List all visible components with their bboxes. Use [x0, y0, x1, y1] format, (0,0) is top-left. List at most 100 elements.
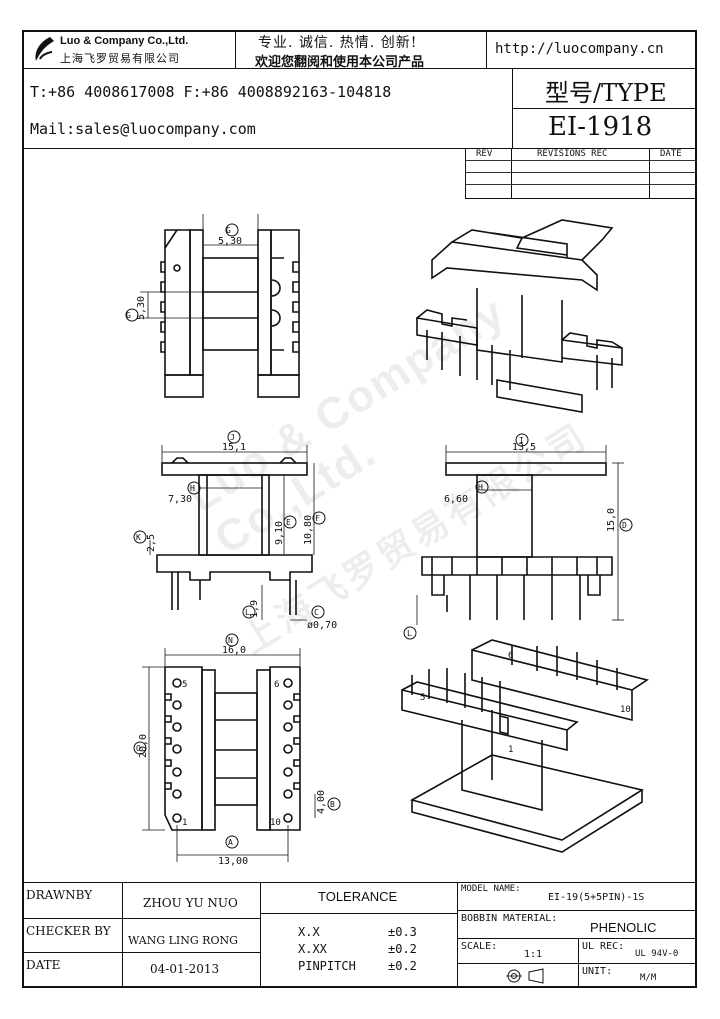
drawnby-label: DRAWNBY [26, 888, 93, 902]
type-row-divider [512, 108, 697, 109]
side-marker-h: H [478, 483, 483, 492]
checker-value: WANG LING RONG [128, 934, 238, 947]
bottom-width: 16,0 [222, 645, 246, 656]
iso-view-top [416, 219, 623, 413]
tb-material-row [457, 938, 697, 939]
front-pin-dia: ø0,70 [307, 620, 337, 631]
unit-value: M/M [640, 973, 657, 983]
date-value: 04-01-2013 [150, 962, 220, 976]
website-link[interactable]: http://luocompany.cn [495, 41, 664, 57]
bottom-pin5: 5 [182, 680, 187, 690]
model-value: EI-19(5+5PIN)-1S [548, 892, 645, 903]
dim-top-width: 5,30 [218, 236, 242, 247]
material-value: PHENOLIC [590, 920, 657, 935]
rev-col-1 [511, 148, 512, 198]
drawing-frame [22, 30, 697, 988]
tb-tol-row [260, 913, 457, 914]
type-value: EI-1918 [548, 112, 653, 142]
tb-col-3 [457, 882, 458, 988]
model-label: MODEL NAME: [461, 884, 521, 894]
contact-phone: T:+86 4008617008 F:+86 4008892163-104818 [30, 83, 392, 101]
bottom-pitch: 4,00 [316, 790, 327, 814]
front-pin-len: 1,9 [249, 600, 260, 618]
bottom-pin1: 1 [182, 818, 187, 828]
front-width: 15,1 [222, 442, 246, 453]
side-width: 13,5 [512, 442, 536, 453]
tb-model-row [457, 910, 697, 911]
titleblock-top [22, 882, 697, 883]
material-label: BOBBIN MATERIAL: [461, 913, 558, 924]
tolerance-label: TOLERANCE [318, 889, 398, 904]
front-h2: 10,80 [303, 515, 314, 545]
unit-label: UNIT: [582, 966, 613, 977]
header-col-divider-1 [235, 30, 236, 68]
slogan-line-2: 欢迎您翻阅和使用本公司产品 [255, 55, 425, 70]
side-marker-d: D [622, 521, 627, 530]
rev-row-line-1 [465, 172, 697, 173]
front-h1: 9,10 [274, 521, 285, 545]
bottom-marker-a: A [228, 838, 233, 847]
company-name-cn: 上海飞罗贸易有限公司 [60, 52, 180, 65]
slogan-line-1: 专业. 诚信. 热情. 创新! [258, 35, 418, 51]
tol-xxx-value: ±0.2 [388, 942, 417, 956]
bottom-marker-n: N [228, 636, 233, 645]
side-view [421, 462, 613, 620]
iso-view-bottom [401, 639, 649, 853]
tb-scale-row [457, 963, 697, 964]
header-divider [22, 68, 697, 69]
ul-label: UL REC: [582, 941, 625, 952]
iso-pin6: 6 [508, 651, 513, 661]
iso-pin10: 10 [620, 705, 631, 715]
front-marker-l: L [245, 608, 250, 617]
rev-header-line [465, 160, 697, 161]
bottom-base: 13,00 [218, 856, 248, 867]
tol-xxx-label: X.XX [298, 942, 327, 956]
front-k: 2,5 [146, 534, 157, 552]
drawnby-value: ZHOU YU NUO [143, 896, 238, 910]
top-view [160, 229, 300, 398]
rev-row-line-2 [465, 184, 697, 185]
contact-mail[interactable]: Mail:sales@luocompany.com [30, 120, 256, 138]
side-marker-l: L [407, 629, 412, 638]
ul-value: UL 94V-0 [635, 949, 679, 959]
scale-value: 1:1 [524, 949, 543, 960]
front-marker-j: J [230, 433, 235, 442]
side-height: 15,0 [606, 508, 617, 532]
technical-drawing: G 5,30 G 5,30 J 15,1 H 7,30 9,10 E 10,80… [125, 214, 649, 867]
side-inner: 6,60 [444, 494, 468, 505]
front-marker-h: H [190, 484, 195, 493]
rev-col-rec: REVISIONS REC [537, 149, 608, 159]
tb-row-1 [22, 918, 260, 919]
scale-label: SCALE: [461, 941, 498, 952]
bottom-marker-b: B [330, 800, 335, 809]
type-label: 型号/TYPE [545, 79, 667, 107]
projection-symbol-icon [506, 968, 544, 984]
header-col-divider-2 [486, 30, 487, 68]
dim-top-g-marker: G [226, 226, 231, 235]
tb-col-2 [260, 882, 261, 988]
rev-table-bottom [465, 198, 697, 199]
dim-top-side-marker: G [126, 311, 131, 320]
tol-pin-label: PINPITCH [298, 959, 356, 973]
company-logo-icon [35, 37, 54, 61]
tol-pin-value: ±0.2 [388, 959, 417, 973]
checker-label: CHECKER BY [26, 924, 111, 938]
header-bottom-divider [22, 148, 697, 149]
tb-row-2 [22, 952, 260, 953]
front-marker-k: K [136, 533, 141, 542]
front-marker-c: C [314, 608, 319, 617]
rev-col-2 [649, 148, 650, 198]
front-marker-e: E [286, 518, 291, 527]
company-name-en: Luo & Company Co.,Ltd. [60, 35, 189, 47]
dim-top-height: 5,30 [136, 296, 147, 320]
bottom-pin6: 6 [274, 680, 279, 690]
front-inner: 7,30 [168, 494, 192, 505]
side-marker-i: I [519, 436, 524, 445]
tb-ul-divider [578, 938, 579, 988]
tol-xx-label: X.X [298, 925, 320, 939]
iso-pin5: 5 [420, 693, 425, 703]
front-marker-f: F [315, 514, 320, 523]
bottom-marker-o: O [136, 744, 141, 753]
tol-xx-value: ±0.3 [388, 925, 417, 939]
front-view [156, 457, 313, 615]
